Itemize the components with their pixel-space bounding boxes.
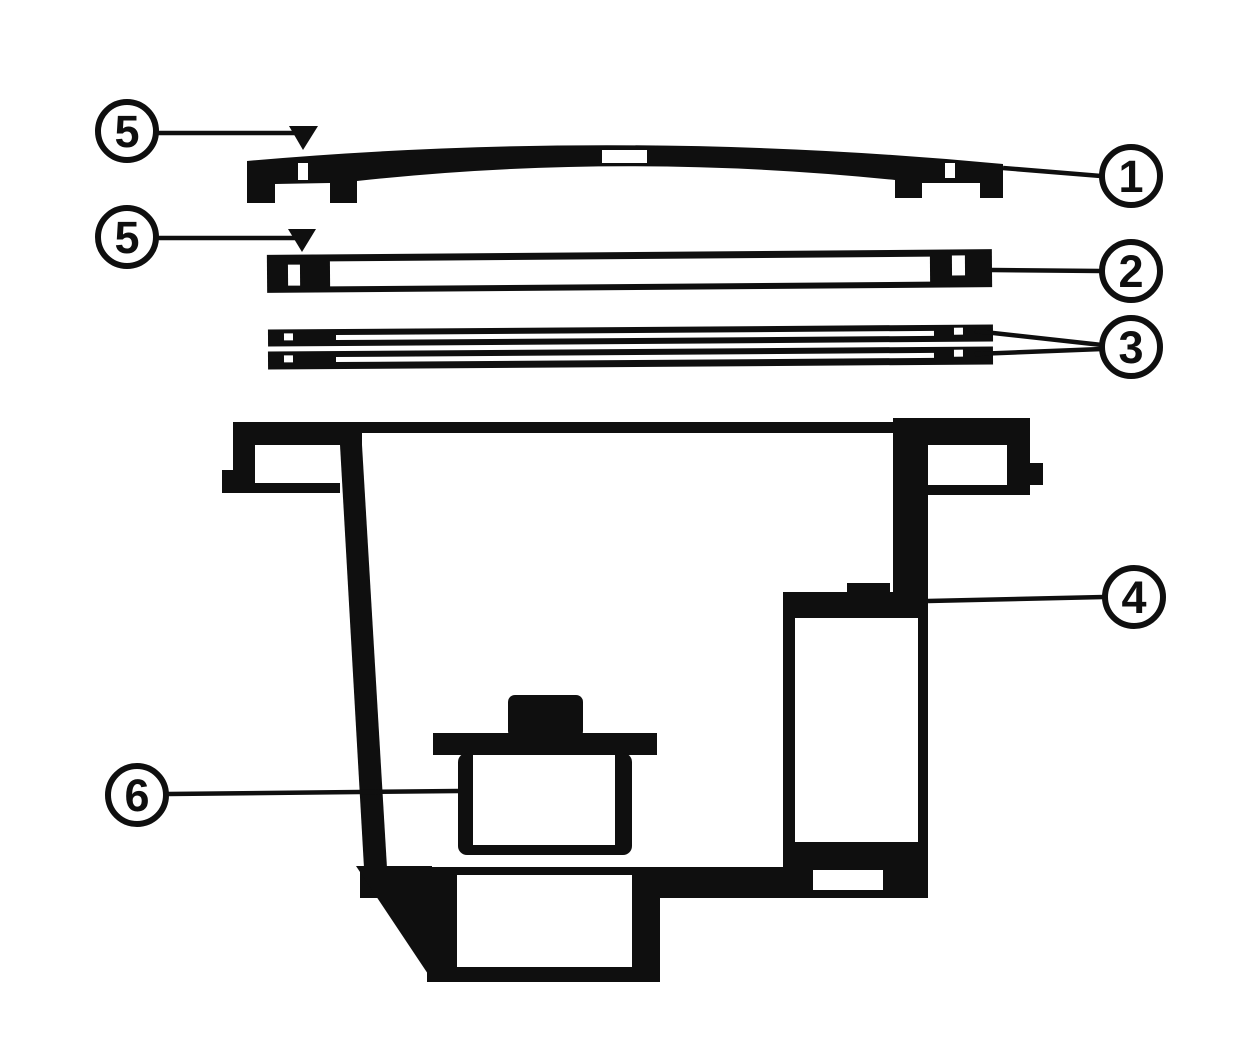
frame-bar-right-slot <box>951 255 966 276</box>
bottom-well-cavity <box>457 875 632 967</box>
battery-pocket-left-wall <box>783 615 795 845</box>
arrowhead-5-upper <box>289 126 318 150</box>
callout-6: 6 <box>105 763 169 827</box>
housing-floor-right <box>632 867 928 898</box>
part-rail-lower <box>267 346 994 370</box>
housing-right-wall <box>893 443 928 595</box>
part-curved-cover-strip <box>247 145 1003 203</box>
housing-top-rim <box>233 422 1030 433</box>
battery-pocket-bottom-bar <box>783 842 928 868</box>
part-rail-upper <box>267 324 994 347</box>
housing-left-flange-column <box>233 445 255 483</box>
arrowhead-5-lower <box>288 229 316 252</box>
battery-pocket-top-bump <box>847 583 890 592</box>
bottom-well-right-wall <box>632 867 660 982</box>
callout-2: 2 <box>1099 239 1163 303</box>
frame-bar-window <box>329 256 931 287</box>
bottom-well-left-wall <box>427 867 457 982</box>
battery-pocket-right-wall <box>918 615 928 845</box>
rail-upper-right-hole <box>953 327 963 335</box>
battery-pocket-top-bar <box>783 592 928 618</box>
leader-line-1 <box>1002 165 1102 179</box>
leader-line-3-upper <box>974 328 1103 348</box>
motor-cavity <box>473 755 615 845</box>
housing-left-flange-tab <box>222 470 233 493</box>
rail-upper-left-hole <box>283 333 294 341</box>
leader-line-6 <box>167 788 459 797</box>
housing-top-left-block <box>233 422 362 445</box>
part-motor-block <box>433 695 657 855</box>
housing-top-right-block <box>893 418 1030 445</box>
callout-5-upper: 5 <box>95 99 159 163</box>
housing-right-flange-column <box>1007 445 1030 485</box>
part-flat-frame-bar <box>266 249 993 293</box>
curved-strip-right-slot <box>945 163 955 178</box>
leader-line-2 <box>991 267 1102 274</box>
curved-strip-center-slot <box>602 150 647 163</box>
motor-flange <box>433 733 657 755</box>
housing-floor-slot <box>813 870 883 890</box>
housing-right-flange-bar <box>928 485 1030 495</box>
housing-left-chamfer <box>356 866 432 980</box>
rail-lower-left-hole <box>283 355 294 363</box>
callout-3: 3 <box>1099 315 1163 379</box>
part-housing-body <box>222 418 1043 982</box>
curved-strip-outline <box>247 145 1003 203</box>
frame-bar-left-slot <box>287 264 301 286</box>
callout-4: 4 <box>1102 565 1166 629</box>
leader-line-4 <box>927 594 1105 604</box>
callout-5-lower: 5 <box>95 205 159 269</box>
curved-strip-left-slot <box>298 163 308 180</box>
leader-line-3-lower <box>974 346 1103 357</box>
rail-lower-right-hole <box>953 349 963 357</box>
housing-left-flange-bar <box>222 483 340 493</box>
housing-floor-over-well <box>427 867 660 875</box>
motor-cap <box>508 695 583 738</box>
callout-1: 1 <box>1099 144 1163 208</box>
bottom-well-bottom-bar <box>427 967 660 982</box>
rail-upper-stripe <box>335 330 935 341</box>
rail-lower-stripe <box>335 352 935 363</box>
housing-right-flange-tab <box>1030 463 1043 485</box>
housing-left-wall <box>340 445 387 868</box>
